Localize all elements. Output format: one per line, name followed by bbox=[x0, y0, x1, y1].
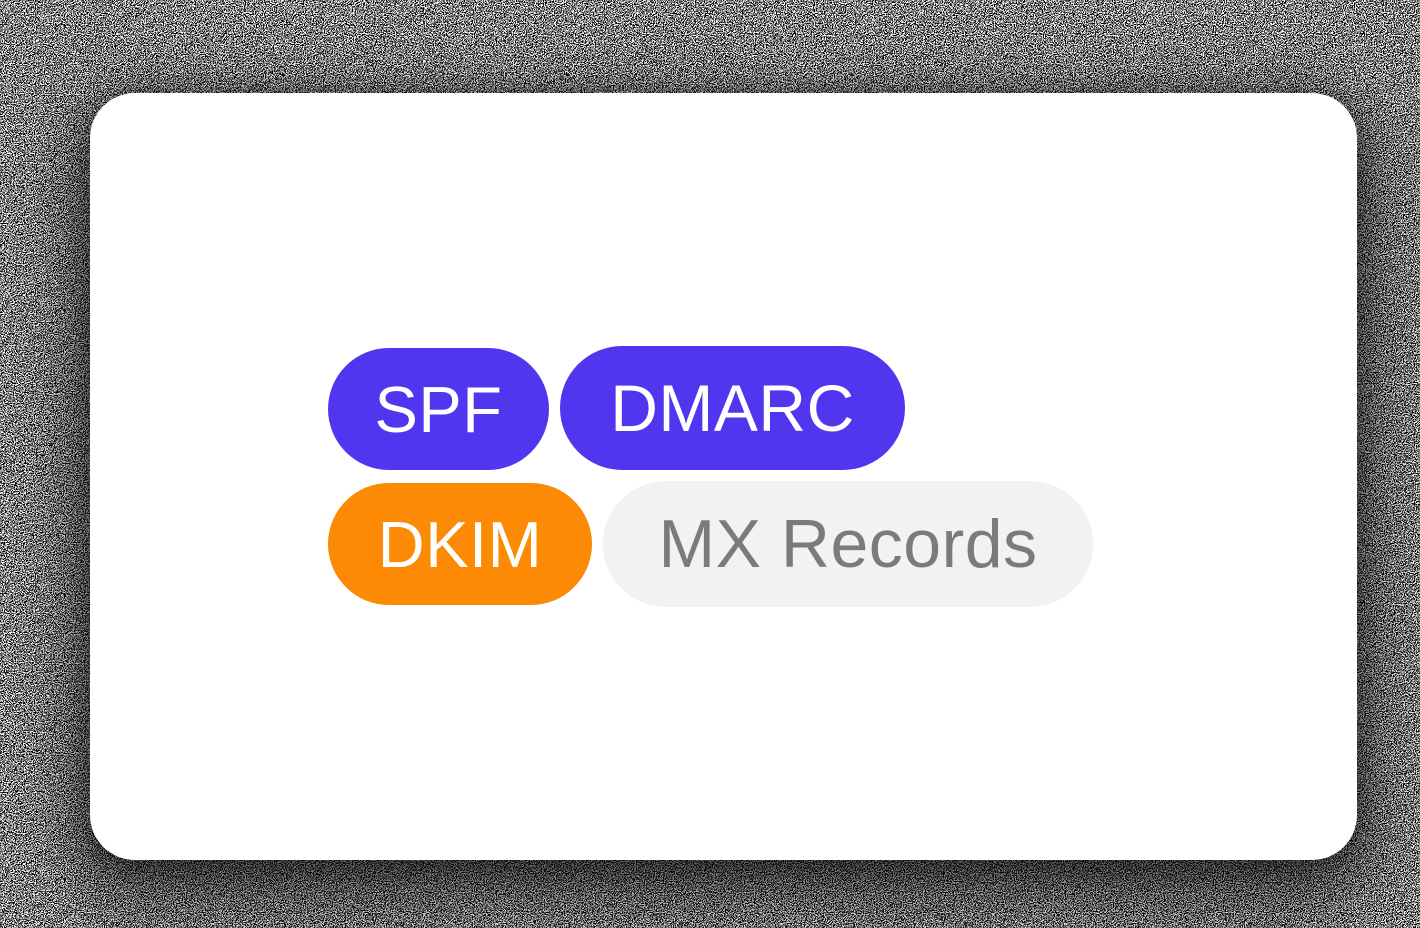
badge-dkim-label: DKIM bbox=[377, 507, 543, 581]
badge-dkim: DKIM bbox=[328, 483, 592, 605]
badge-mx-records-label: MX Records bbox=[658, 506, 1038, 582]
badge-mx-records: MX Records bbox=[603, 481, 1093, 607]
badge-dmarc: DMARC bbox=[560, 346, 905, 470]
badge-spf: SPF bbox=[328, 348, 549, 470]
badge-spf-label: SPF bbox=[374, 372, 503, 446]
content-card: SPF DMARC DKIM MX Records bbox=[90, 93, 1357, 860]
badge-dmarc-label: DMARC bbox=[610, 371, 855, 445]
